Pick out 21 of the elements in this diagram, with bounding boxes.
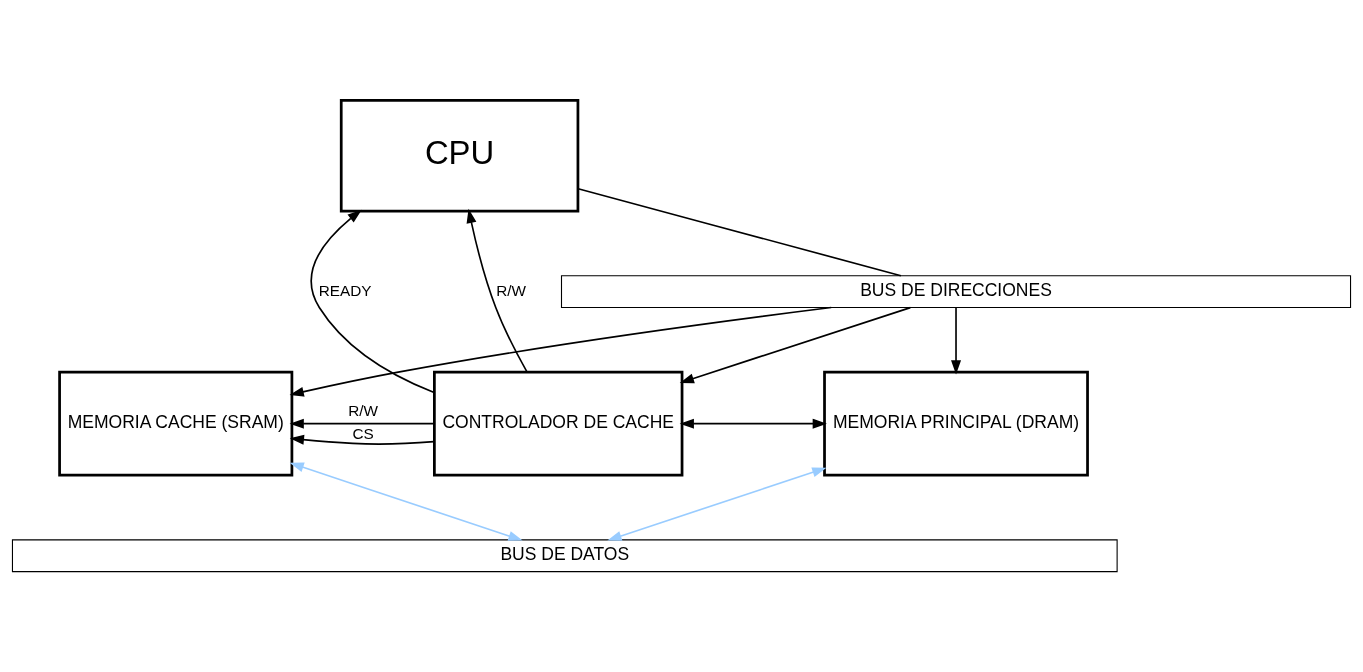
edge-label: R/W — [496, 281, 526, 299]
node-box: BUS DE DIRECCIONES — [560, 275, 1352, 309]
arrow — [289, 306, 833, 397]
arrow — [466, 208, 528, 373]
node-box: MEMORIA CACHE (SRAM) — [58, 370, 294, 477]
arrow — [679, 306, 912, 384]
edge-label: READY — [318, 281, 372, 299]
edge-label: CS — [352, 425, 374, 443]
arrow — [951, 306, 961, 375]
arrow — [607, 467, 827, 541]
arrow — [289, 462, 523, 541]
arrow — [679, 418, 827, 429]
arrow — [289, 434, 435, 445]
edge-label: R/W — [348, 402, 379, 420]
node-box: CONTROLADOR DE CACHE — [433, 370, 684, 477]
connector — [577, 187, 902, 277]
arrow — [289, 418, 435, 429]
arrow — [310, 209, 435, 394]
node-box: MEMORIA PRINCIPAL (DRAM) — [823, 370, 1089, 477]
node-box: BUS DE DATOS — [11, 539, 1118, 573]
node-box: CPU — [339, 99, 580, 213]
